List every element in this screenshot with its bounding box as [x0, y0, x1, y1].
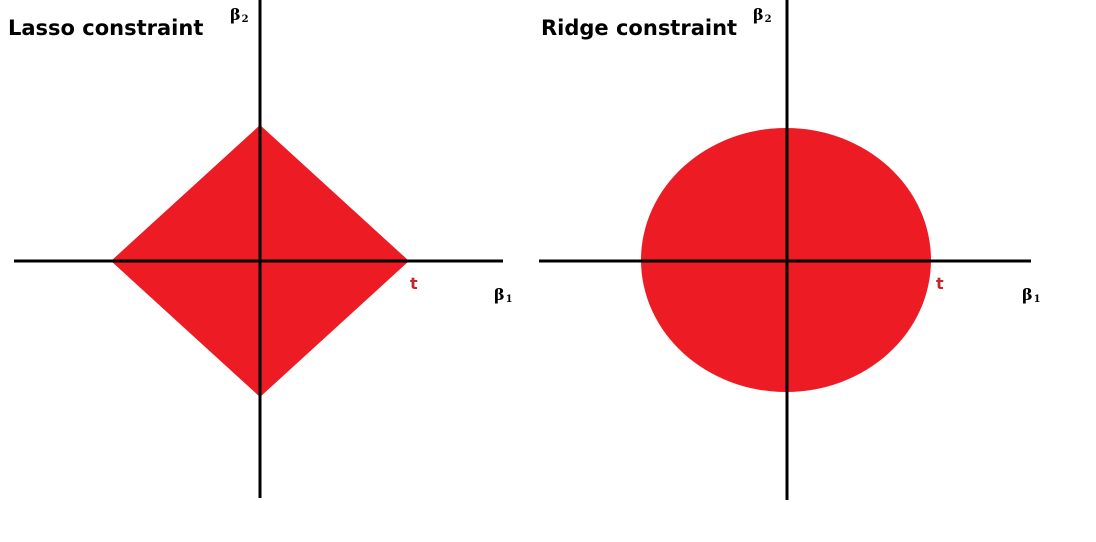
lasso-y-axis-symbol: β — [230, 5, 241, 24]
lasso-y-axis-label: β2 — [230, 5, 249, 25]
ridge-y-axis-symbol: β — [753, 5, 764, 24]
ridge-y-axis-subscript: 2 — [764, 14, 772, 25]
lasso-t-label: t — [410, 274, 418, 293]
lasso-x-axis-subscript: 1 — [505, 294, 513, 305]
lasso-panel: Lasso constraint β2 β1 t — [0, 0, 530, 542]
ridge-y-axis-label: β2 — [753, 5, 772, 25]
ridge-t-label: t — [936, 274, 944, 293]
ridge-title: Ridge constraint — [541, 16, 738, 40]
lasso-y-axis-subscript: 2 — [241, 14, 249, 25]
ridge-plot — [539, 0, 1031, 500]
ridge-x-axis-label: β1 — [1022, 285, 1041, 305]
lasso-x-axis-symbol: β — [494, 285, 505, 304]
lasso-x-axis-label: β1 — [494, 285, 513, 305]
lasso-title: Lasso constraint — [8, 16, 204, 40]
lasso-plot — [14, 0, 503, 498]
ridge-x-axis-symbol: β — [1022, 285, 1033, 304]
ridge-panel: Ridge constraint β2 β1 t — [530, 0, 1096, 542]
ridge-x-axis-subscript: 1 — [1033, 294, 1041, 305]
